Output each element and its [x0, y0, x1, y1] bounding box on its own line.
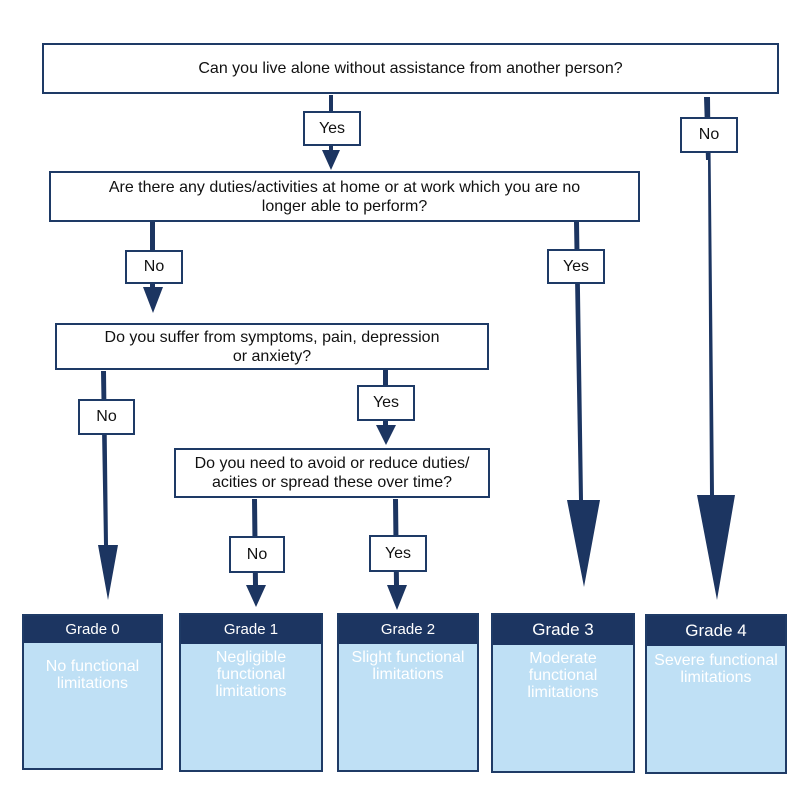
- grade-0-description: No functional limitations: [45, 658, 140, 692]
- grade-2-box: Grade 2 Slight functional limitations: [337, 613, 479, 772]
- label-q4-yes-text: Yes: [384, 544, 412, 562]
- label-q2-no: No: [125, 250, 183, 284]
- grade-2-title: Grade 2: [339, 615, 477, 644]
- label-q2-no-text: No: [143, 258, 165, 275]
- question-live-alone-text: Can you live alone without assistance fr…: [198, 60, 623, 77]
- label-q3-yes-text: Yes: [372, 394, 400, 411]
- question-symptoms: Do you suffer from symptoms, pain, depre…: [55, 323, 489, 370]
- label-q4-no: No: [229, 536, 285, 573]
- question-duties-activities-text: Are there any duties/activities at home …: [108, 178, 581, 215]
- label-q1-no-text: No: [698, 126, 720, 143]
- grade-4-title: Grade 4: [647, 616, 785, 646]
- label-q1-yes-text: Yes: [318, 119, 346, 137]
- question-avoid-reduce: Do you need to avoid or reduce duties/ a…: [174, 448, 490, 498]
- label-q3-no: No: [78, 399, 135, 435]
- label-q4-yes: Yes: [369, 535, 427, 572]
- question-symptoms-text: Do you suffer from symptoms, pain, depre…: [104, 328, 440, 365]
- question-live-alone: Can you live alone without assistance fr…: [42, 43, 779, 94]
- label-q3-yes: Yes: [357, 385, 415, 421]
- arrow-q2-yes: [567, 222, 600, 587]
- grade-1-box: Grade 1 Negligible functional limitation…: [179, 613, 323, 772]
- grade-2-description: Slight functional limitations: [351, 649, 465, 683]
- question-avoid-reduce-text: Do you need to avoid or reduce duties/ a…: [194, 455, 470, 491]
- grade-1-description: Negligible functional limitations: [215, 649, 287, 700]
- arrow-q1-no: [697, 97, 735, 600]
- grade-0-title: Grade 0: [24, 616, 161, 643]
- grade-4-box: Grade 4 Severe functional limitations: [645, 614, 787, 774]
- label-q2-yes-text: Yes: [562, 257, 590, 275]
- grade-1-title: Grade 1: [181, 615, 321, 644]
- label-q2-yes: Yes: [547, 249, 605, 284]
- question-duties-activities: Are there any duties/activities at home …: [49, 171, 640, 222]
- label-q1-no: No: [680, 117, 738, 153]
- label-q1-yes: Yes: [303, 111, 361, 146]
- grade-3-description: Moderate functional limitations: [527, 650, 599, 701]
- label-q3-no-text: No: [96, 408, 117, 425]
- grade-3-box: Grade 3 Moderate functional limitations: [491, 613, 635, 773]
- grade-0-box: Grade 0 No functional limitations: [22, 614, 163, 770]
- grade-3-title: Grade 3: [493, 615, 633, 645]
- label-q4-no-text: No: [246, 545, 268, 563]
- grade-4-description: Severe functional limitations: [654, 652, 778, 686]
